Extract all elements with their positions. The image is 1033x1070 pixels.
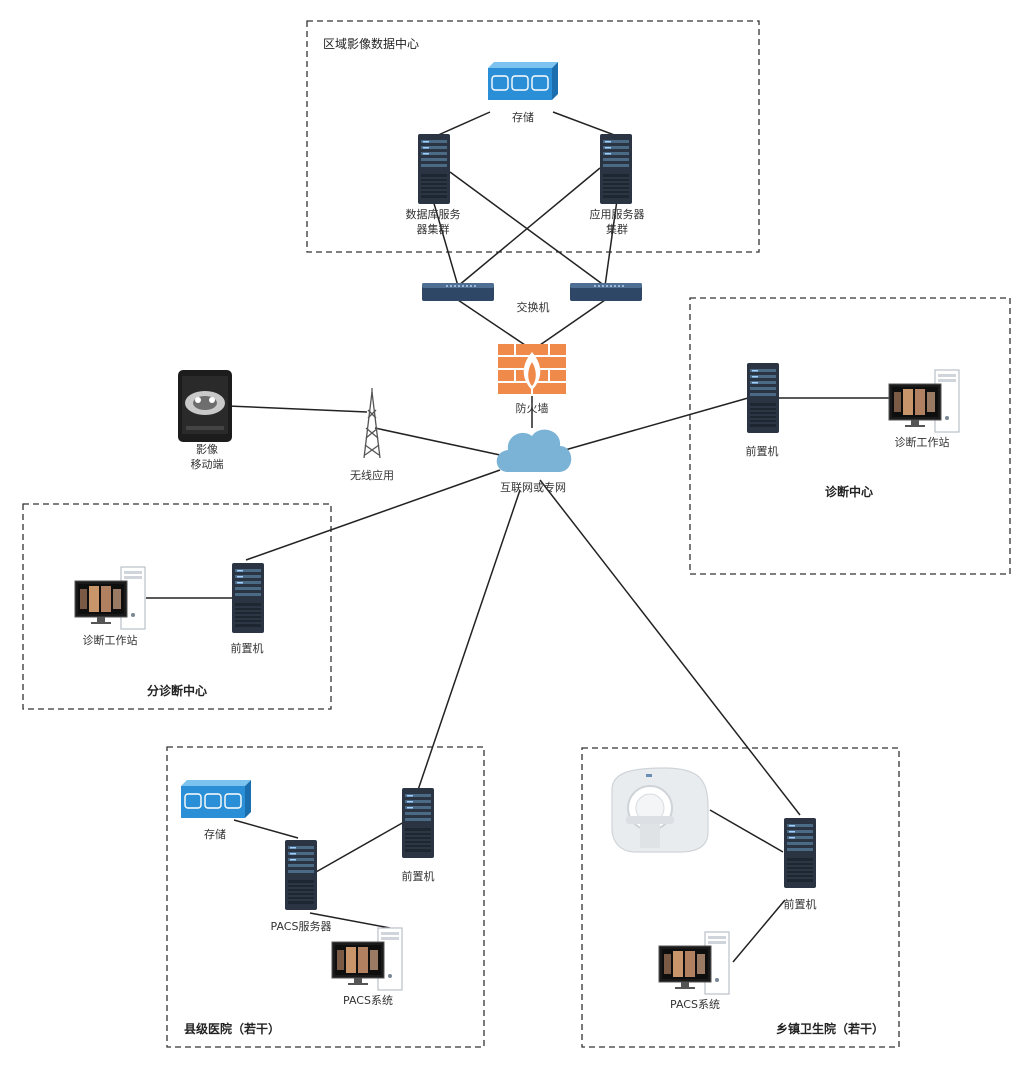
storage-array-icon [487,61,559,101]
label-county-pacs-server: PACS服务器 [271,920,332,933]
server-tower-icon [231,562,265,634]
storage-array-icon [180,779,252,819]
workstation-icon [658,931,730,995]
workstation-icon [331,927,403,991]
region-title-data-center: 区域影像数据中心 [323,36,419,51]
region-township-clinic [581,747,900,1048]
label-db-cluster-line2: 器集群 [417,222,450,236]
label-town-pacs: PACS系统 [670,998,720,1011]
label-county-storage: 存储 [204,827,226,841]
workstation-icon [888,369,960,433]
region-data-center [306,20,760,253]
label-town-front: 前置机 [784,897,817,911]
label-mobile-line2: 移动端 [191,458,224,471]
ct-scanner-icon [611,767,709,853]
firewall-icon [498,344,566,394]
label-dc-storage: 存储 [512,110,534,124]
server-tower-icon [783,817,817,889]
label-switch: 交换机 [517,300,550,314]
region-county-hospital [166,746,485,1048]
label-wireless: 无线应用 [350,468,394,482]
label-db-cluster-line1: 数据库服务 [406,207,461,221]
region-title-diagnosis-center: 诊断中心 [825,484,873,499]
server-tower-icon [746,362,780,434]
region-diagnosis-center [689,297,1011,575]
label-sub-front: 前置机 [231,641,264,655]
region-sub-diagnosis-center [22,503,332,710]
label-internet: 互联网或专网 [500,480,566,494]
cloud-icon [496,429,572,472]
label-mobile-line1: 影像 [196,443,218,456]
antenna-tower-icon [363,388,381,459]
label-dx-front: 前置机 [746,444,779,458]
network-switch-icon [422,283,494,301]
label-app-cluster-line1: 应用服务器 [590,207,645,221]
label-app-cluster-line2: 集群 [606,222,628,236]
network-switch-icon [570,283,642,301]
server-tower-icon [599,133,633,205]
label-sub-workstation: 诊断工作站 [83,633,138,647]
server-tower-icon [401,787,435,859]
region-title-sub-diagnosis-center: 分诊断中心 [147,683,207,698]
label-dx-workstation: 诊断工作站 [895,435,950,449]
workstation-icon [74,566,146,630]
region-title-county-hospital: 县级医院（若干） [184,1021,280,1036]
label-county-pacs: PACS系统 [343,994,393,1007]
server-tower-icon [417,133,451,205]
label-county-front: 前置机 [402,869,435,883]
mobile-tablet-icon [178,370,232,442]
connection-lines [146,111,889,963]
region-title-township-clinic: 乡镇卫生院（若干） [776,1021,884,1036]
label-firewall: 防火墙 [516,401,549,415]
server-tower-icon [284,839,318,911]
